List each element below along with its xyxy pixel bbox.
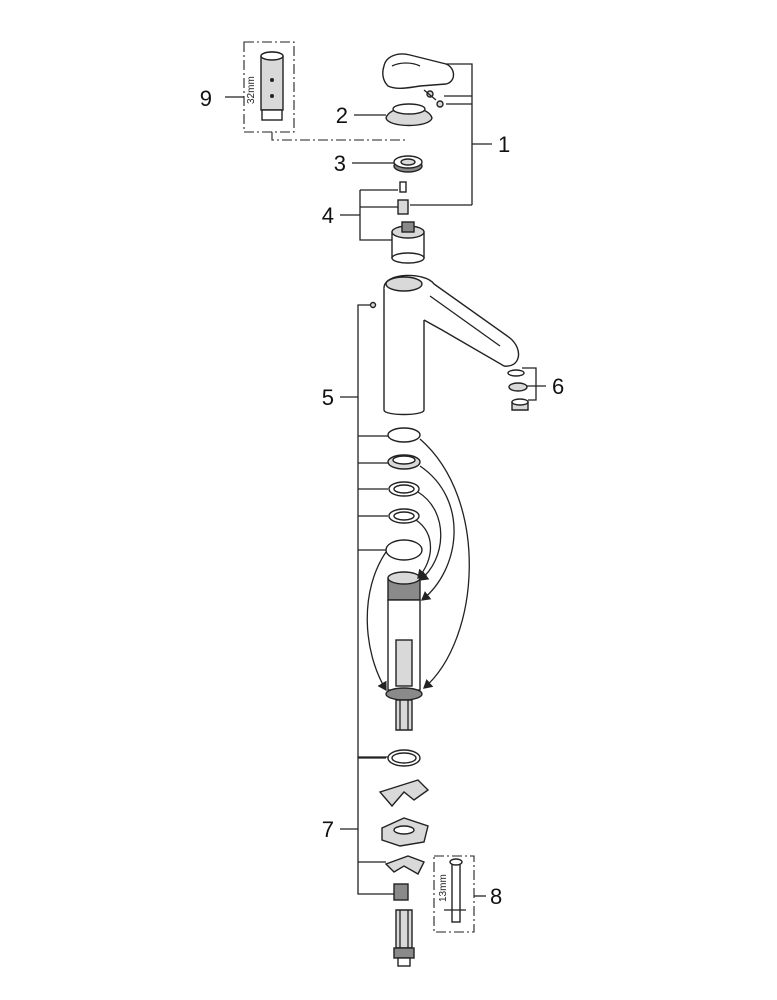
- o-ring-4: [388, 508, 420, 524]
- tool-wrench-13mm: 13mm: [433, 855, 486, 933]
- assembly-arrows: [366, 438, 470, 692]
- mounting-set: [340, 749, 430, 901]
- callout-4: 4: [322, 203, 334, 228]
- faucet-body: [369, 274, 520, 416]
- socket-size-label: 32mm: [246, 76, 257, 104]
- o-ring-1: [387, 427, 421, 443]
- cap-cover: [354, 103, 433, 127]
- hose-sleeve: [385, 571, 423, 731]
- o-ring-2: [387, 454, 421, 470]
- callout-3: 3: [334, 151, 346, 176]
- tool-socket-32mm: 32mm: [225, 41, 408, 141]
- aerator-set: [507, 367, 546, 411]
- callout-8: 8: [490, 884, 502, 909]
- callout-5: 5: [322, 385, 334, 410]
- o-ring-5: [385, 539, 423, 561]
- lever-handle: [382, 53, 455, 108]
- bracket-5: [340, 304, 390, 758]
- o-ring-3: [388, 481, 420, 497]
- callout-7: 7: [322, 817, 334, 842]
- supply-hoses: [393, 909, 415, 967]
- callout-1: 1: [498, 132, 510, 157]
- bracket-1: [410, 63, 492, 206]
- callout-2: 2: [336, 103, 348, 128]
- wrench-size-label: 13mm: [438, 874, 449, 902]
- callout-6: 6: [552, 374, 564, 399]
- callout-9: 9: [200, 86, 212, 111]
- cartridge-set: [340, 181, 425, 264]
- retaining-nut: [352, 155, 423, 173]
